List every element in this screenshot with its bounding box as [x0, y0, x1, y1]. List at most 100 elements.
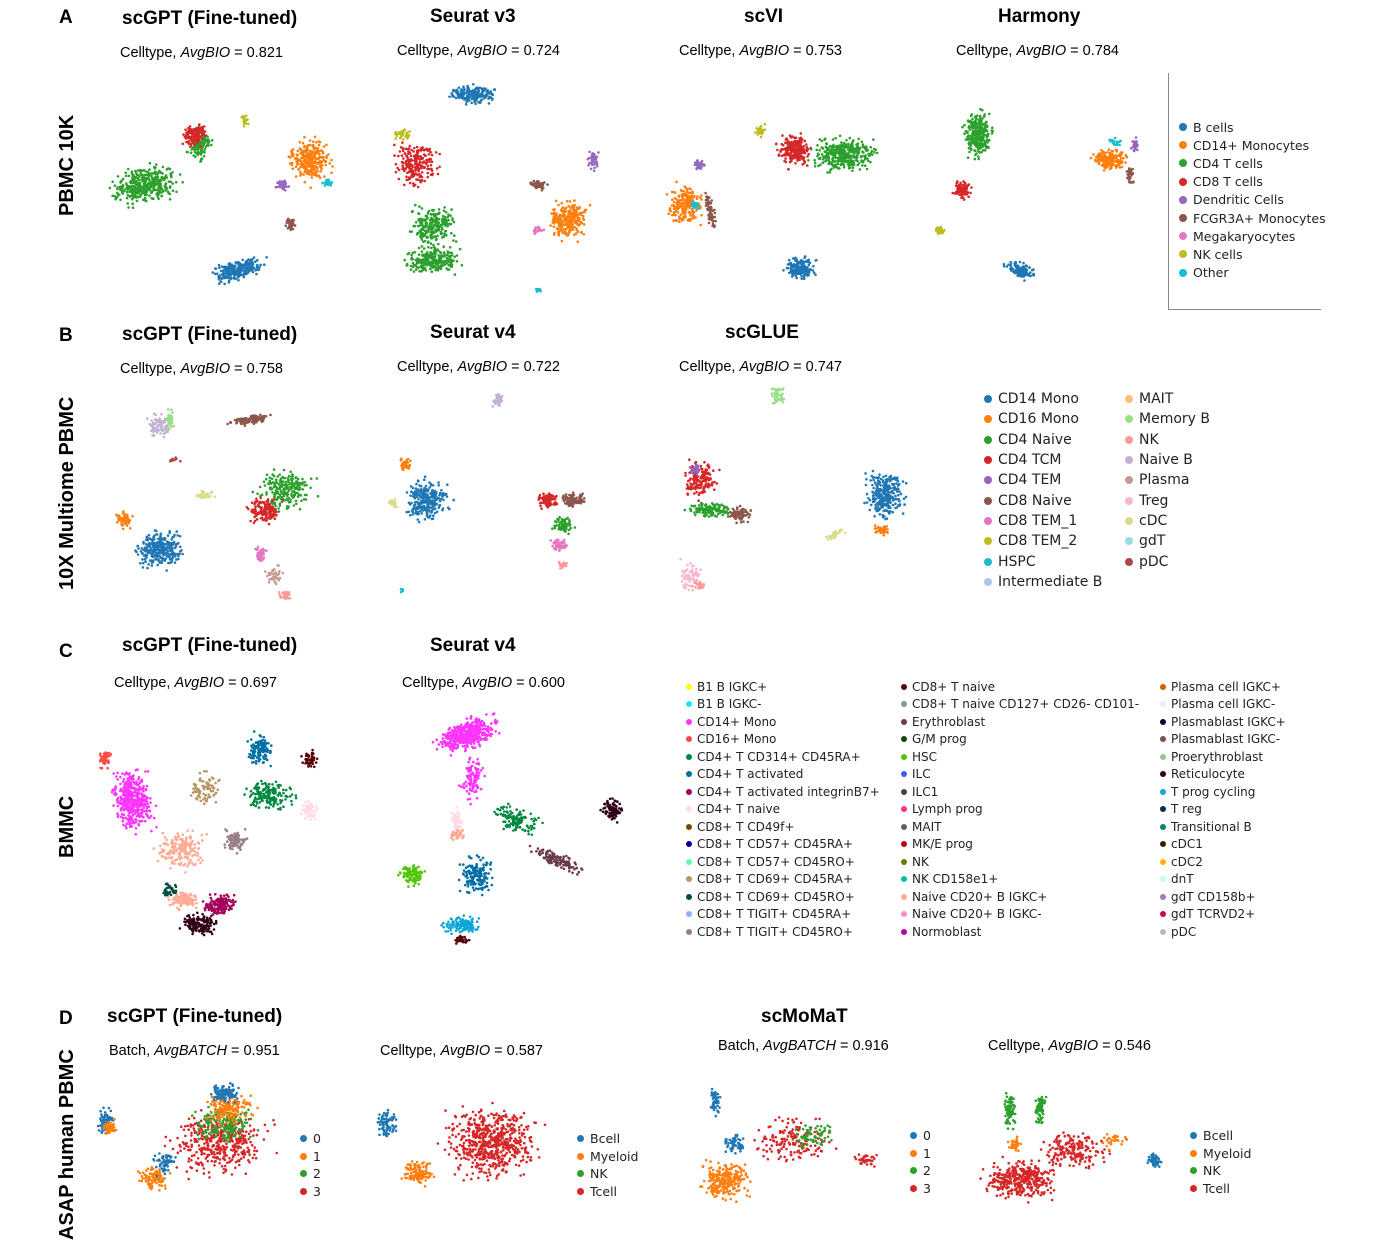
legend-label: HSC — [912, 749, 938, 764]
legend-item: dnT — [1160, 871, 1286, 889]
legend-label: Proerythroblast — [1171, 749, 1264, 764]
legend-item: T reg — [1160, 801, 1286, 819]
legend-marker-icon — [300, 1170, 307, 1178]
legend-label: 2 — [923, 1163, 931, 1179]
legend-item: B1 B IGKC+ — [686, 678, 880, 696]
legend-label: CD8+ T TIGIT+ CD45RA+ — [697, 907, 852, 922]
legend-item: cDC — [1125, 511, 1210, 531]
legend-marker-icon — [1179, 268, 1187, 277]
legend-item: CD4 TCM — [984, 450, 1102, 470]
cell-cluster — [599, 797, 624, 824]
metric-b2: Celltype, AvgBIO = 0.722 — [397, 359, 560, 375]
legend-marker-icon — [686, 841, 692, 848]
method-title-c2: Seurat v4 — [430, 635, 516, 656]
legend-label: G/M prog — [912, 732, 967, 747]
cell-cluster — [245, 496, 285, 526]
legend-label: CD14+ Mono — [697, 714, 777, 729]
legend-item: HSC — [901, 748, 1139, 766]
method-title-b3: scGLUE — [725, 322, 799, 343]
legend-item: CD8+ T CD49f+ — [686, 818, 880, 836]
cell-cluster — [824, 528, 847, 541]
row-label-d: ASAP human PBMC — [56, 1049, 78, 1240]
cell-cluster — [704, 191, 717, 229]
panel-letter-a: A — [59, 7, 73, 28]
legend-marker-icon — [686, 718, 692, 725]
cell-cluster — [961, 107, 995, 161]
legend-item: 2 — [910, 1162, 931, 1180]
legend-item: CD8+ T TIGIT+ CD45RA+ — [686, 906, 880, 924]
legend-label: Myeloid — [1203, 1145, 1252, 1161]
cell-cluster — [436, 1101, 547, 1182]
legend-item: NK — [577, 1165, 638, 1183]
legend-item: Tcell — [1190, 1180, 1251, 1198]
umap-b1 — [115, 408, 320, 600]
legend-marker-icon — [1125, 496, 1133, 505]
legend-marker-icon — [1160, 893, 1166, 900]
cell-cluster — [753, 123, 767, 139]
legend-item: 1 — [300, 1148, 321, 1166]
cell-cluster — [537, 492, 559, 510]
legend-item: CD14 Mono — [984, 389, 1102, 409]
legend-marker-icon — [686, 771, 692, 778]
metric-a3: Celltype, AvgBIO = 0.753 — [679, 43, 842, 59]
cell-cluster — [299, 799, 319, 821]
legend-marker-icon — [1125, 435, 1133, 444]
legend-label: FCGR3A+ Monocytes — [1193, 210, 1326, 226]
legend-item: CD8+ T CD69+ CD45RA+ — [686, 871, 880, 889]
legend-item: CD8+ T CD57+ CD45RA+ — [686, 836, 880, 854]
legend-label: 3 — [313, 1183, 321, 1199]
legend-marker-icon — [1160, 911, 1166, 918]
legend-label: Naive CD20+ B IGKC- — [912, 907, 1042, 922]
legend-label: gdT — [1139, 533, 1166, 550]
legend-item: Memory B — [1125, 409, 1210, 429]
legend-item: NK cells — [1179, 245, 1326, 263]
legend-marker-icon — [686, 736, 692, 743]
legend-item: 2 — [300, 1165, 321, 1183]
legend-marker-icon — [910, 1167, 917, 1175]
cell-cluster — [169, 456, 182, 463]
legend-marker-icon — [901, 911, 907, 918]
metric-d2: Celltype, AvgBIO = 0.587 — [380, 1043, 543, 1059]
legend-item: CD8 Naive — [984, 490, 1102, 510]
cell-cluster — [152, 829, 209, 874]
legend-marker-icon — [1160, 876, 1166, 883]
legend-item: CD8+ T CD57+ CD45RO+ — [686, 853, 880, 871]
legend-label: CD14+ Monocytes — [1193, 137, 1310, 153]
legend-item: ILC — [901, 766, 1139, 784]
legend-marker-icon — [577, 1170, 584, 1178]
cell-cluster — [399, 457, 412, 472]
cell-cluster — [277, 590, 292, 600]
legend-item: Erythroblast — [901, 713, 1139, 731]
legend-marker-icon — [686, 753, 692, 760]
legend-item: Myeloid — [1190, 1145, 1251, 1163]
legend-marker-icon — [1160, 771, 1166, 778]
legend-marker-icon — [1125, 557, 1133, 566]
cell-cluster — [532, 225, 546, 236]
cell-cluster — [873, 524, 889, 537]
legend-marker-icon — [1179, 141, 1187, 150]
umap-b3 — [679, 387, 908, 592]
legend-label: CD8 Naive — [998, 492, 1072, 509]
cell-cluster — [690, 200, 700, 210]
legend-label: CD4 TEM — [998, 472, 1062, 489]
panel-letter-c: C — [59, 641, 73, 662]
legend-label: Normoblast — [912, 924, 982, 939]
legend-marker-icon — [1179, 123, 1187, 132]
cell-cluster — [557, 560, 568, 570]
cell-cluster — [240, 114, 250, 128]
cell-cluster — [807, 134, 879, 174]
legend-item: Bcell — [577, 1130, 638, 1148]
legend-label: CD8+ T CD69+ CD45RO+ — [697, 889, 855, 904]
cell-cluster — [399, 587, 404, 594]
cell-cluster — [549, 199, 592, 243]
cell-cluster — [164, 408, 175, 431]
metric-d3: Batch, AvgBATCH = 0.916 — [718, 1038, 889, 1054]
legend-label: HSPC — [998, 553, 1036, 570]
cell-cluster — [665, 180, 703, 227]
cell-cluster — [287, 135, 334, 189]
legend-label: Plasmablast IGKC+ — [1171, 714, 1286, 729]
legend-label: cDC1 — [1171, 837, 1203, 852]
